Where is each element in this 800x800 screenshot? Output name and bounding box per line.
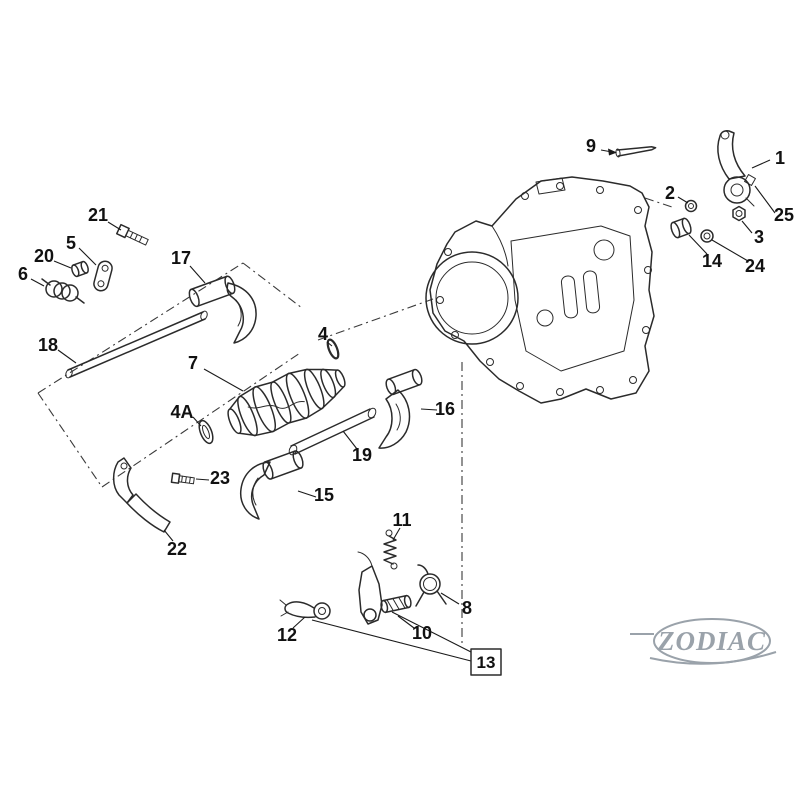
spring-11 <box>383 529 398 570</box>
part-label-9: 9 <box>586 136 596 156</box>
part-label-6: 6 <box>18 264 28 284</box>
nut-3 <box>732 205 746 222</box>
transmission-case <box>425 176 655 404</box>
part-label-23: 23 <box>210 468 230 488</box>
part-label-8: 8 <box>462 598 472 618</box>
pinch-bolt-25 <box>744 174 756 186</box>
construction-lines <box>37 197 673 646</box>
part-label-1: 1 <box>775 148 785 168</box>
shifter-shaft-18 <box>65 310 208 379</box>
shift-fork-16 <box>378 368 423 449</box>
zodiac-logo-text: ZODIAC <box>657 626 766 656</box>
set-screw-23 <box>170 472 195 485</box>
part-label-13: 13 <box>477 653 496 672</box>
o-ring-4 <box>326 338 340 360</box>
shift-fork-15 <box>239 450 304 520</box>
part-label-17: 17 <box>171 248 191 268</box>
shifter-arm-10 <box>357 551 412 625</box>
washer-2 <box>684 199 698 213</box>
screw-21 <box>115 223 149 246</box>
shift-cam-assembly <box>227 368 346 437</box>
part-label-18: 18 <box>38 335 58 355</box>
part-label-25: 25 <box>774 205 794 225</box>
part-label-21: 21 <box>88 205 108 225</box>
bushing-14 <box>670 217 692 239</box>
link-plate-5 <box>93 260 113 292</box>
part-label-19: 19 <box>352 445 372 465</box>
torsion-spring-8 <box>415 564 447 607</box>
part-labels: 1 2 3 4 4A 5 6 7 8 9 10 11 12 14 15 16 1… <box>18 136 794 645</box>
washer-24 <box>700 229 714 243</box>
part-label-11: 11 <box>392 510 411 530</box>
part-label-2: 2 <box>665 183 675 203</box>
roller-20 <box>71 260 89 278</box>
pin-9 <box>615 146 657 158</box>
part-label-12: 12 <box>277 625 297 645</box>
shift-fork-17 <box>188 275 257 344</box>
bearing-4a <box>198 419 214 445</box>
part-label-20: 20 <box>34 246 54 266</box>
zodiac-logo: ZODIAC <box>630 618 777 665</box>
part-label-7: 7 <box>188 353 198 373</box>
part-label-14: 14 <box>702 251 722 271</box>
part-label-3: 3 <box>754 227 764 247</box>
shift-lever-1 <box>717 130 755 207</box>
spring-6 <box>41 278 85 304</box>
part-label-4a: 4A <box>170 402 193 422</box>
assembly-box-13: 13 <box>311 611 502 676</box>
part-label-22: 22 <box>167 539 187 559</box>
pawl-lever-12 <box>279 599 331 620</box>
part-label-10: 10 <box>412 623 432 643</box>
part-label-24: 24 <box>745 256 765 276</box>
shifter-pawl-22 <box>112 457 171 533</box>
part-label-4: 4 <box>318 324 328 344</box>
leader-lines <box>30 148 776 629</box>
part-label-16: 16 <box>435 399 455 419</box>
part-label-15: 15 <box>314 485 334 505</box>
part-label-5: 5 <box>66 233 76 253</box>
fork-shaft-19 <box>288 407 377 456</box>
